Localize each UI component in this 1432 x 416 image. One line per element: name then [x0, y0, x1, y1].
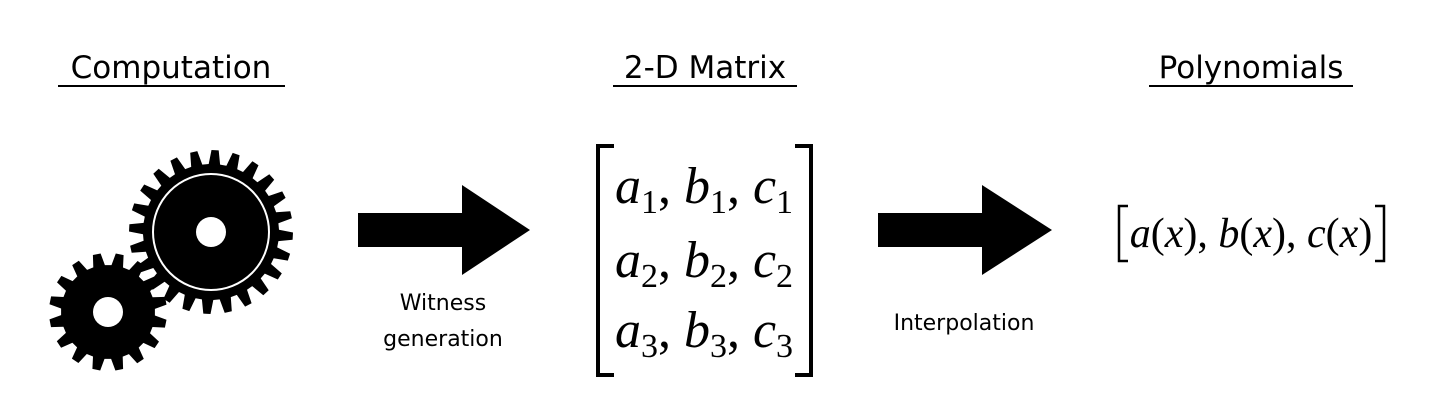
- poly-paren: ),: [1183, 211, 1218, 257]
- matrix-sep: ,: [727, 232, 753, 289]
- title-computation: Computation: [71, 50, 272, 86]
- matrix-left-bracket: [596, 144, 614, 377]
- matrix-entry-sub: 1: [641, 184, 658, 221]
- matrix-sep: ,: [658, 158, 684, 215]
- matrix-entry-sub: 1: [710, 184, 727, 221]
- matrix-entry-var: b: [684, 302, 710, 359]
- matrix-entry-sub: 3: [776, 328, 793, 365]
- poly-left-bracket: [1117, 204, 1128, 263]
- large-gear-hole: [196, 217, 226, 247]
- gears-icon: [49, 150, 293, 371]
- poly-paren: ),: [1272, 211, 1307, 257]
- large-gear-ring: [152, 173, 270, 291]
- matrix-entry-sub: 2: [776, 258, 793, 295]
- matrix-entry-var: c: [753, 232, 776, 289]
- matrix-sep: ,: [658, 232, 684, 289]
- poly-arg: x: [1339, 211, 1359, 257]
- poly-arg: x: [1164, 211, 1184, 257]
- poly-paren: (: [1151, 211, 1165, 257]
- matrix-sep: ,: [727, 302, 753, 359]
- matrix-entry-var: a: [615, 158, 641, 215]
- poly-name: a: [1130, 211, 1151, 257]
- title-polynomials: Polynomials: [1159, 50, 1344, 86]
- matrix-row: a2, b2, c2: [615, 232, 793, 295]
- matrix-row: a3, b3, c3: [615, 302, 793, 365]
- matrix-entry-sub: 2: [710, 258, 727, 295]
- matrix-row: a1, b1, c1: [615, 158, 793, 221]
- matrix-entry-var: a: [615, 232, 641, 289]
- poly-paren: (: [1326, 211, 1340, 257]
- label-witness: Witness: [400, 291, 486, 316]
- small-gear-hole: [93, 297, 123, 327]
- polynomial-vector: a(x), b(x), c(x): [1130, 211, 1373, 257]
- right-arrow-icon: [358, 185, 530, 275]
- poly-arg: x: [1252, 211, 1272, 257]
- matrix-entry-var: c: [753, 302, 776, 359]
- matrix-entry-sub: 2: [641, 258, 658, 295]
- poly-paren: ): [1358, 211, 1372, 257]
- matrix-sep: ,: [658, 302, 684, 359]
- poly-paren: (: [1239, 211, 1253, 257]
- label-generation: generation: [383, 327, 503, 352]
- matrix-entry-var: b: [684, 158, 710, 215]
- matrix-entry-sub: 3: [710, 328, 727, 365]
- poly-right-bracket: [1375, 204, 1386, 263]
- matrix-right-bracket: [795, 144, 813, 377]
- matrix-entry-var: b: [684, 232, 710, 289]
- label-interpolation: Interpolation: [894, 311, 1035, 336]
- matrix-entry-var: a: [615, 302, 641, 359]
- right-arrow-icon: [878, 185, 1052, 275]
- matrix-entry-sub: 3: [641, 328, 658, 365]
- matrix-entry-var: c: [753, 158, 776, 215]
- title-matrix: 2-D Matrix: [624, 50, 786, 86]
- matrix-sep: ,: [727, 158, 753, 215]
- poly-name: b: [1218, 211, 1239, 257]
- matrix-entry-sub: 1: [776, 184, 793, 221]
- poly-name: c: [1307, 211, 1326, 257]
